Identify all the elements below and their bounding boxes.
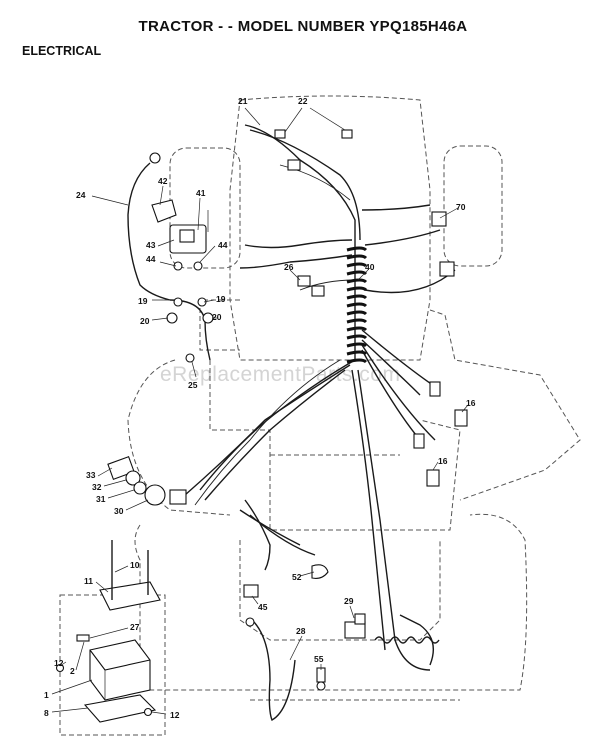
connector-70 (431, 211, 455, 277)
callout-27: 27 (130, 622, 140, 632)
callout-52: 52 (292, 572, 302, 582)
wire-loom (346, 246, 368, 364)
callout-24: 24 (76, 190, 86, 200)
callout-22: 22 (298, 96, 308, 106)
callout-2: 2 (70, 666, 75, 676)
callout-labels: 21 22 24 42 41 43 44 44 70 19 19 26 40 2… (44, 96, 476, 720)
tractor-outline (59, 95, 581, 736)
callout-20-left: 20 (140, 316, 150, 326)
ignition-switch (107, 456, 187, 506)
callout-11: 11 (84, 576, 93, 586)
switch-55 (316, 667, 326, 691)
section-label: ELECTRICAL (22, 44, 102, 58)
callout-31: 31 (96, 494, 106, 504)
callout-41: 41 (196, 188, 206, 198)
battery (55, 540, 161, 723)
callout-30: 30 (114, 506, 124, 516)
module-45 (243, 584, 259, 598)
callout-26: 26 (284, 262, 294, 272)
callout-29: 29 (344, 596, 354, 606)
callout-55: 55 (314, 654, 324, 664)
ground-cable-28 (245, 617, 296, 721)
switch-29 (344, 613, 366, 639)
callout-21: 21 (238, 96, 248, 106)
diagram-title: TRACTOR - - MODEL NUMBER YPQ185H46A (138, 18, 468, 35)
callout-20-right: 20 (212, 312, 222, 322)
callout-16-upper: 16 (466, 398, 476, 408)
starter-solenoid (151, 199, 214, 324)
callout-1: 1 (44, 690, 49, 700)
callout-19-left: 19 (138, 296, 148, 306)
callout-33: 33 (86, 470, 96, 480)
connector-22 (274, 129, 353, 171)
callout-12-left: 12 (54, 658, 64, 668)
leader-lines (51, 107, 469, 715)
callout-19-right: 19 (216, 294, 226, 304)
fuse-holder-52 (311, 564, 329, 579)
battery-cable-24 (127, 152, 211, 363)
callout-43: 43 (146, 240, 156, 250)
callout-44-left: 44 (146, 254, 156, 264)
coil-wire (374, 614, 440, 666)
callout-40: 40 (365, 262, 375, 272)
callout-16-lower: 16 (438, 456, 448, 466)
callout-10: 10 (130, 560, 140, 570)
callout-45: 45 (258, 602, 268, 612)
callout-70: 70 (456, 202, 466, 212)
callout-28: 28 (296, 626, 306, 636)
callout-8: 8 (44, 708, 49, 718)
wire-harness (184, 124, 456, 671)
connector-16 (413, 381, 468, 487)
callout-42: 42 (158, 176, 168, 186)
callout-44-right: 44 (218, 240, 228, 250)
callout-12-right: 12 (170, 710, 180, 720)
connector-26 (297, 275, 325, 297)
callout-32: 32 (92, 482, 102, 492)
callout-25: 25 (188, 380, 198, 390)
